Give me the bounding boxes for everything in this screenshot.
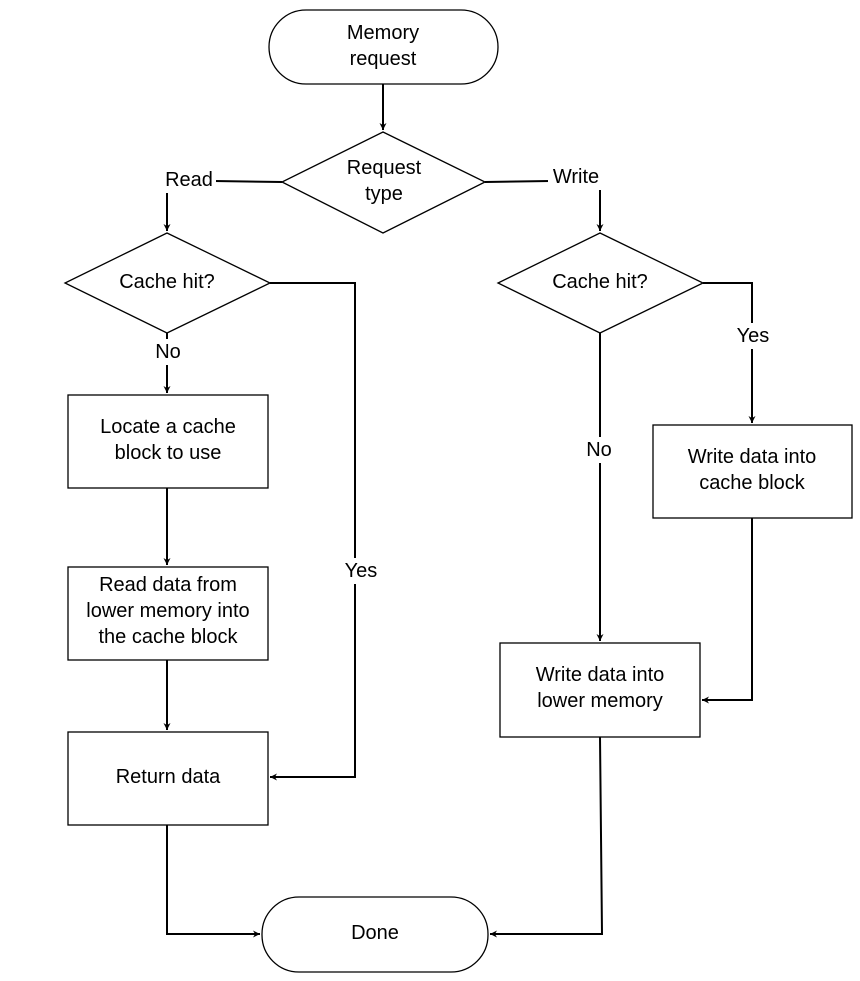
node-write-lower-memory: Write data into lower memory xyxy=(499,642,701,738)
node-read-lower-line-1: Read data from xyxy=(99,574,237,596)
node-request-type-decision: Request type xyxy=(280,131,487,234)
node-write-lower-line-2: lower memory xyxy=(537,690,663,712)
edge-labels: Read Write No Yes Yes No xyxy=(150,164,773,584)
node-write-cache-hit-decision: Cache hit? xyxy=(496,232,705,334)
node-read-lower-memory: Read data from lower memory into the cac… xyxy=(67,566,269,661)
node-write-cache-hit-label: Cache hit? xyxy=(552,271,648,293)
edge-label-read: Read xyxy=(165,169,213,191)
node-done: Done xyxy=(261,896,489,973)
edge-return-to-done xyxy=(166,825,260,938)
edge-read-hit xyxy=(270,282,356,781)
edge-label-write: Write xyxy=(553,166,599,188)
node-read-lower-line-2: lower memory into xyxy=(86,600,249,622)
edge-label-read-no: No xyxy=(155,341,181,363)
node-request-type-line-1: Request xyxy=(347,157,422,179)
edges xyxy=(163,84,756,938)
edge-label-write-no: No xyxy=(586,439,612,461)
node-request-type-line-2: type xyxy=(365,183,403,205)
node-start-line-2: request xyxy=(350,48,417,70)
node-locate-block-line-2: block to use xyxy=(115,442,222,464)
node-done-label: Done xyxy=(351,922,399,944)
edge-label-read-yes: Yes xyxy=(345,560,378,582)
node-write-cache-block: Write data into cache block xyxy=(652,424,853,519)
node-read-lower-line-3: the cache block xyxy=(99,626,239,648)
node-write-cache-block-line-2: cache block xyxy=(699,472,806,494)
edge-write-hit xyxy=(703,282,756,423)
node-start: Memory request xyxy=(268,9,499,85)
node-return-data: Return data xyxy=(67,731,269,826)
edge-write-lower-to-done xyxy=(490,736,604,938)
node-start-line-1: Memory xyxy=(347,22,419,44)
node-locate-block: Locate a cache block to use xyxy=(67,394,269,489)
node-write-cache-block-line-1: Write data into xyxy=(688,446,817,468)
node-return-data-label: Return data xyxy=(116,766,221,788)
node-read-cache-hit-decision: Cache hit? xyxy=(63,232,272,334)
node-locate-block-line-1: Locate a cache xyxy=(100,416,236,438)
edge-write-cache-to-lower xyxy=(702,518,753,704)
node-read-cache-hit-label: Cache hit? xyxy=(119,271,215,293)
node-write-lower-line-1: Write data into xyxy=(536,664,665,686)
edge-label-write-yes: Yes xyxy=(737,325,770,347)
